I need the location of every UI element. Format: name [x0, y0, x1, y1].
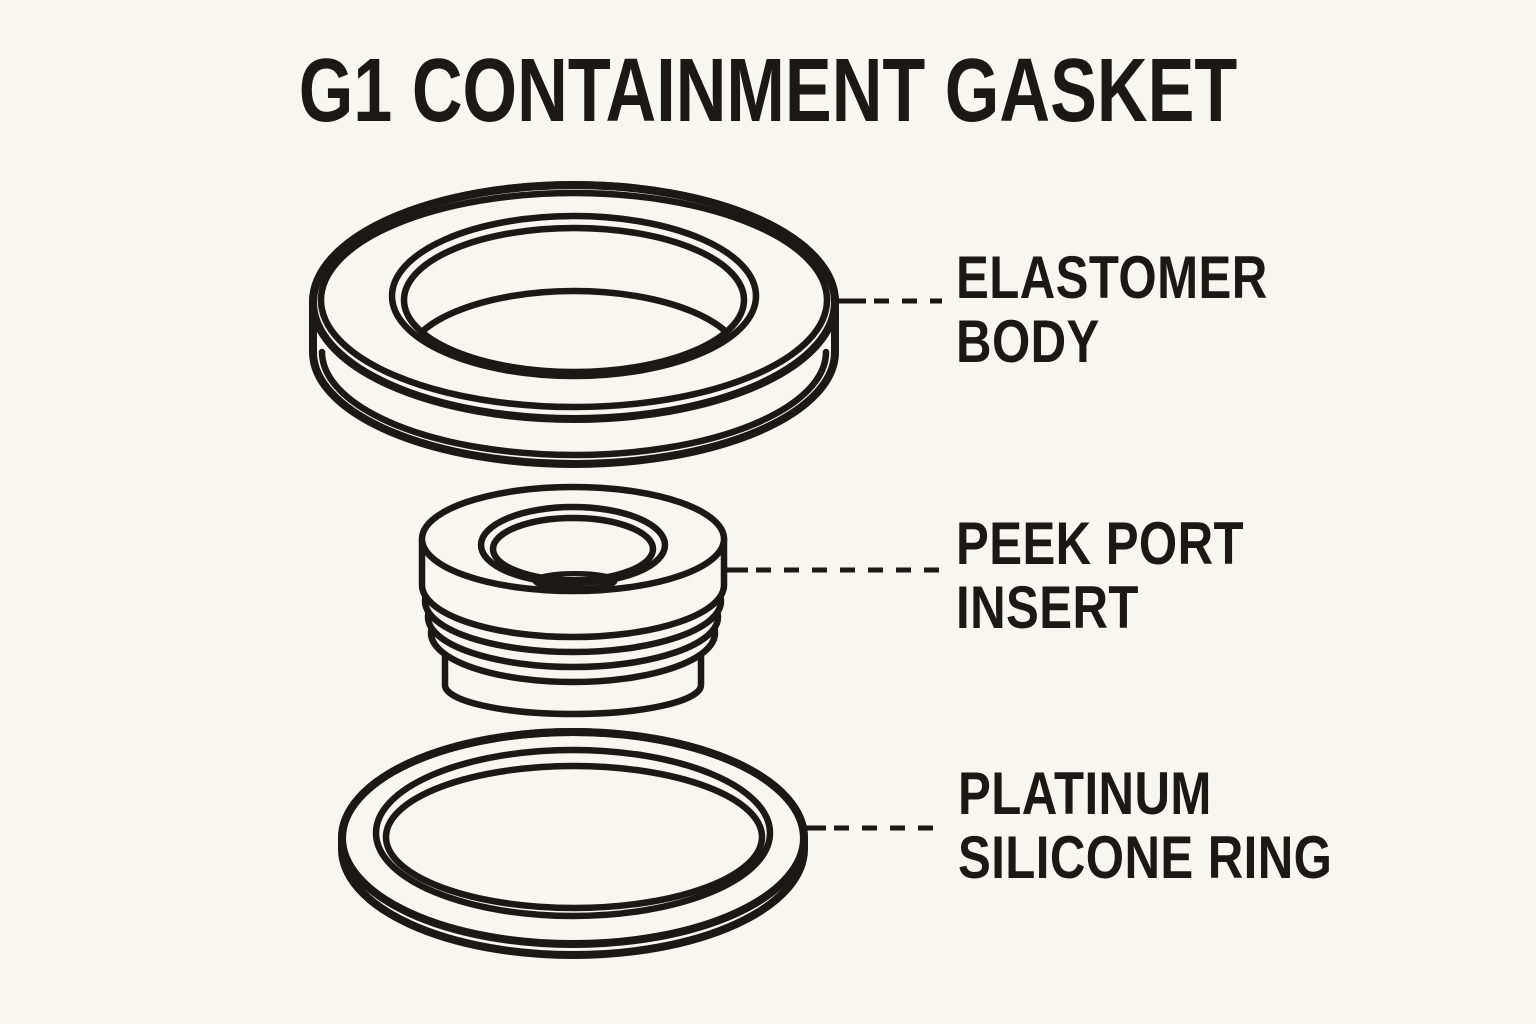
label-platinum-silicone-ring-line2: SILICONE RING	[958, 823, 1333, 891]
label-elastomer-body-line1: ELASTOMER	[956, 244, 1268, 311]
label-elastomer-body: ELASTOMER BODY	[956, 246, 1268, 373]
elastomer-body-drawing	[309, 181, 839, 468]
label-peek-port-insert-line2: INSERT	[956, 573, 1139, 641]
label-platinum-silicone-ring: PLATINUM SILICONE RING	[958, 762, 1332, 889]
page-title: G1 CONTAINMENT GASKET	[298, 41, 1238, 141]
platinum-silicone-ring-drawing	[338, 728, 808, 959]
label-platinum-silicone-ring-line1: PLATINUM	[958, 760, 1212, 827]
label-peek-port-insert: PEEK PORT INSERT	[956, 512, 1244, 639]
peek-port-insert-drawing	[418, 483, 728, 718]
label-peek-port-insert-line1: PEEK PORT	[956, 510, 1245, 577]
label-elastomer-body-line2: BODY	[956, 307, 1100, 375]
